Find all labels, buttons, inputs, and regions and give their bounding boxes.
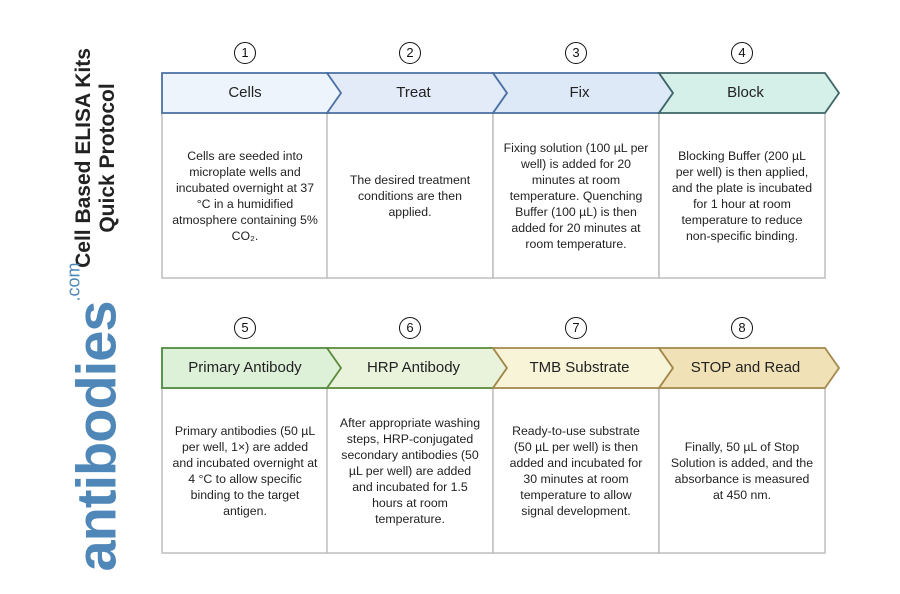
- step-description: Fixing solution (100 µL per well) is add…: [503, 140, 649, 251]
- step-label: Fix: [569, 84, 590, 101]
- step-description: The desired treatment conditions are the…: [349, 172, 471, 219]
- step-number: 4: [731, 42, 753, 64]
- step-number: 1: [234, 42, 256, 64]
- step-box: [492, 387, 660, 554]
- step-description: Finally, 50 µL of Stop Solution is added…: [670, 439, 814, 502]
- step-box: [161, 112, 329, 279]
- step-label: Primary Antibody: [188, 359, 302, 376]
- step-number: 6: [399, 317, 421, 339]
- step-box: [658, 112, 826, 279]
- step-chevron: [657, 72, 841, 114]
- logo-text: antibodies: [64, 301, 128, 572]
- step-number: 7: [565, 317, 587, 339]
- step-number: 5: [234, 317, 256, 339]
- logo-suffix: .com: [63, 262, 84, 302]
- diagram-title: Cell Based ELISA Kits Quick Protocol: [72, 48, 120, 268]
- step-label: STOP and Read: [690, 359, 801, 376]
- step-number: 3: [565, 42, 587, 64]
- step-number: 8: [731, 317, 753, 339]
- step-box: [161, 387, 329, 554]
- title-line-1: Cell Based ELISA Kits: [72, 48, 95, 268]
- step-number: 2: [399, 42, 421, 64]
- step-description: Cells are seeded into microplate wells a…: [172, 148, 318, 243]
- step-label: Treat: [396, 84, 431, 101]
- title-line-2: Quick Protocol: [96, 83, 119, 233]
- step-description: After appropriate washing steps, HRP-con…: [339, 415, 481, 526]
- step-chevron: [657, 347, 841, 389]
- step-label: Cells: [228, 84, 262, 101]
- step-label: Block: [727, 84, 764, 101]
- step-label: HRP Antibody: [366, 359, 461, 376]
- brand-logo: antibodies.com: [64, 262, 129, 571]
- step-box: [658, 387, 826, 554]
- step-label: TMB Substrate: [529, 359, 630, 376]
- step-description: Primary antibodies (50 µL per well, 1×) …: [172, 423, 318, 518]
- step-description: Ready-to-use substrate (50 µL per well) …: [509, 423, 643, 518]
- step-box: [326, 112, 494, 279]
- step-description: Blocking Buffer (200 µL per well) is the…: [671, 148, 813, 243]
- step-box: [326, 387, 494, 554]
